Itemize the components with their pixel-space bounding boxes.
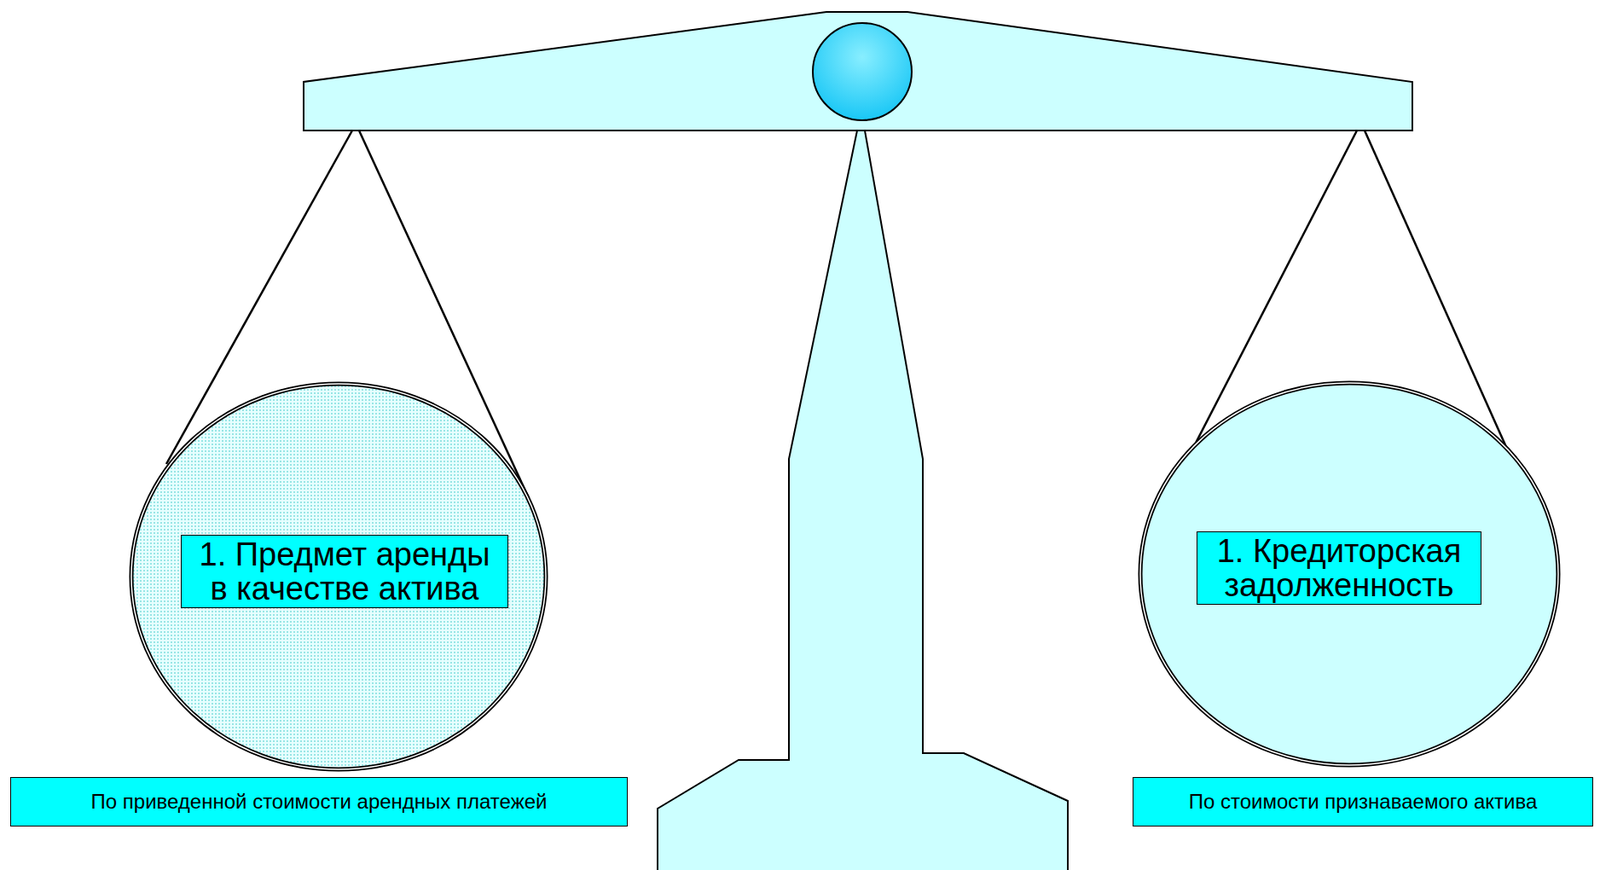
caption-box: По приведенной стоимости арендных платеж… xyxy=(10,776,628,827)
label-text: 1. Кредиторская задолженность xyxy=(1202,533,1476,603)
pan-rim xyxy=(131,383,546,770)
pan-label-box: 1. Кредиторская задолженность xyxy=(1196,531,1482,605)
pan-label-box: 1. Предмет аренды в качестве актива xyxy=(180,534,509,609)
label-text: По приведенной стоимости арендных платеж… xyxy=(19,789,619,814)
label-text: По стоимости признаваемого актива xyxy=(1142,789,1584,814)
scale-stand xyxy=(657,130,1068,870)
scale-pan xyxy=(1140,382,1559,766)
label-text: 1. Предмет аренды в качестве актива xyxy=(186,537,503,606)
scale-beam xyxy=(303,11,1413,131)
scale-pan xyxy=(131,383,546,770)
caption-box: По стоимости признаваемого актива xyxy=(1132,776,1594,827)
pan-rim xyxy=(1140,382,1559,766)
beam-pivot xyxy=(812,23,912,121)
